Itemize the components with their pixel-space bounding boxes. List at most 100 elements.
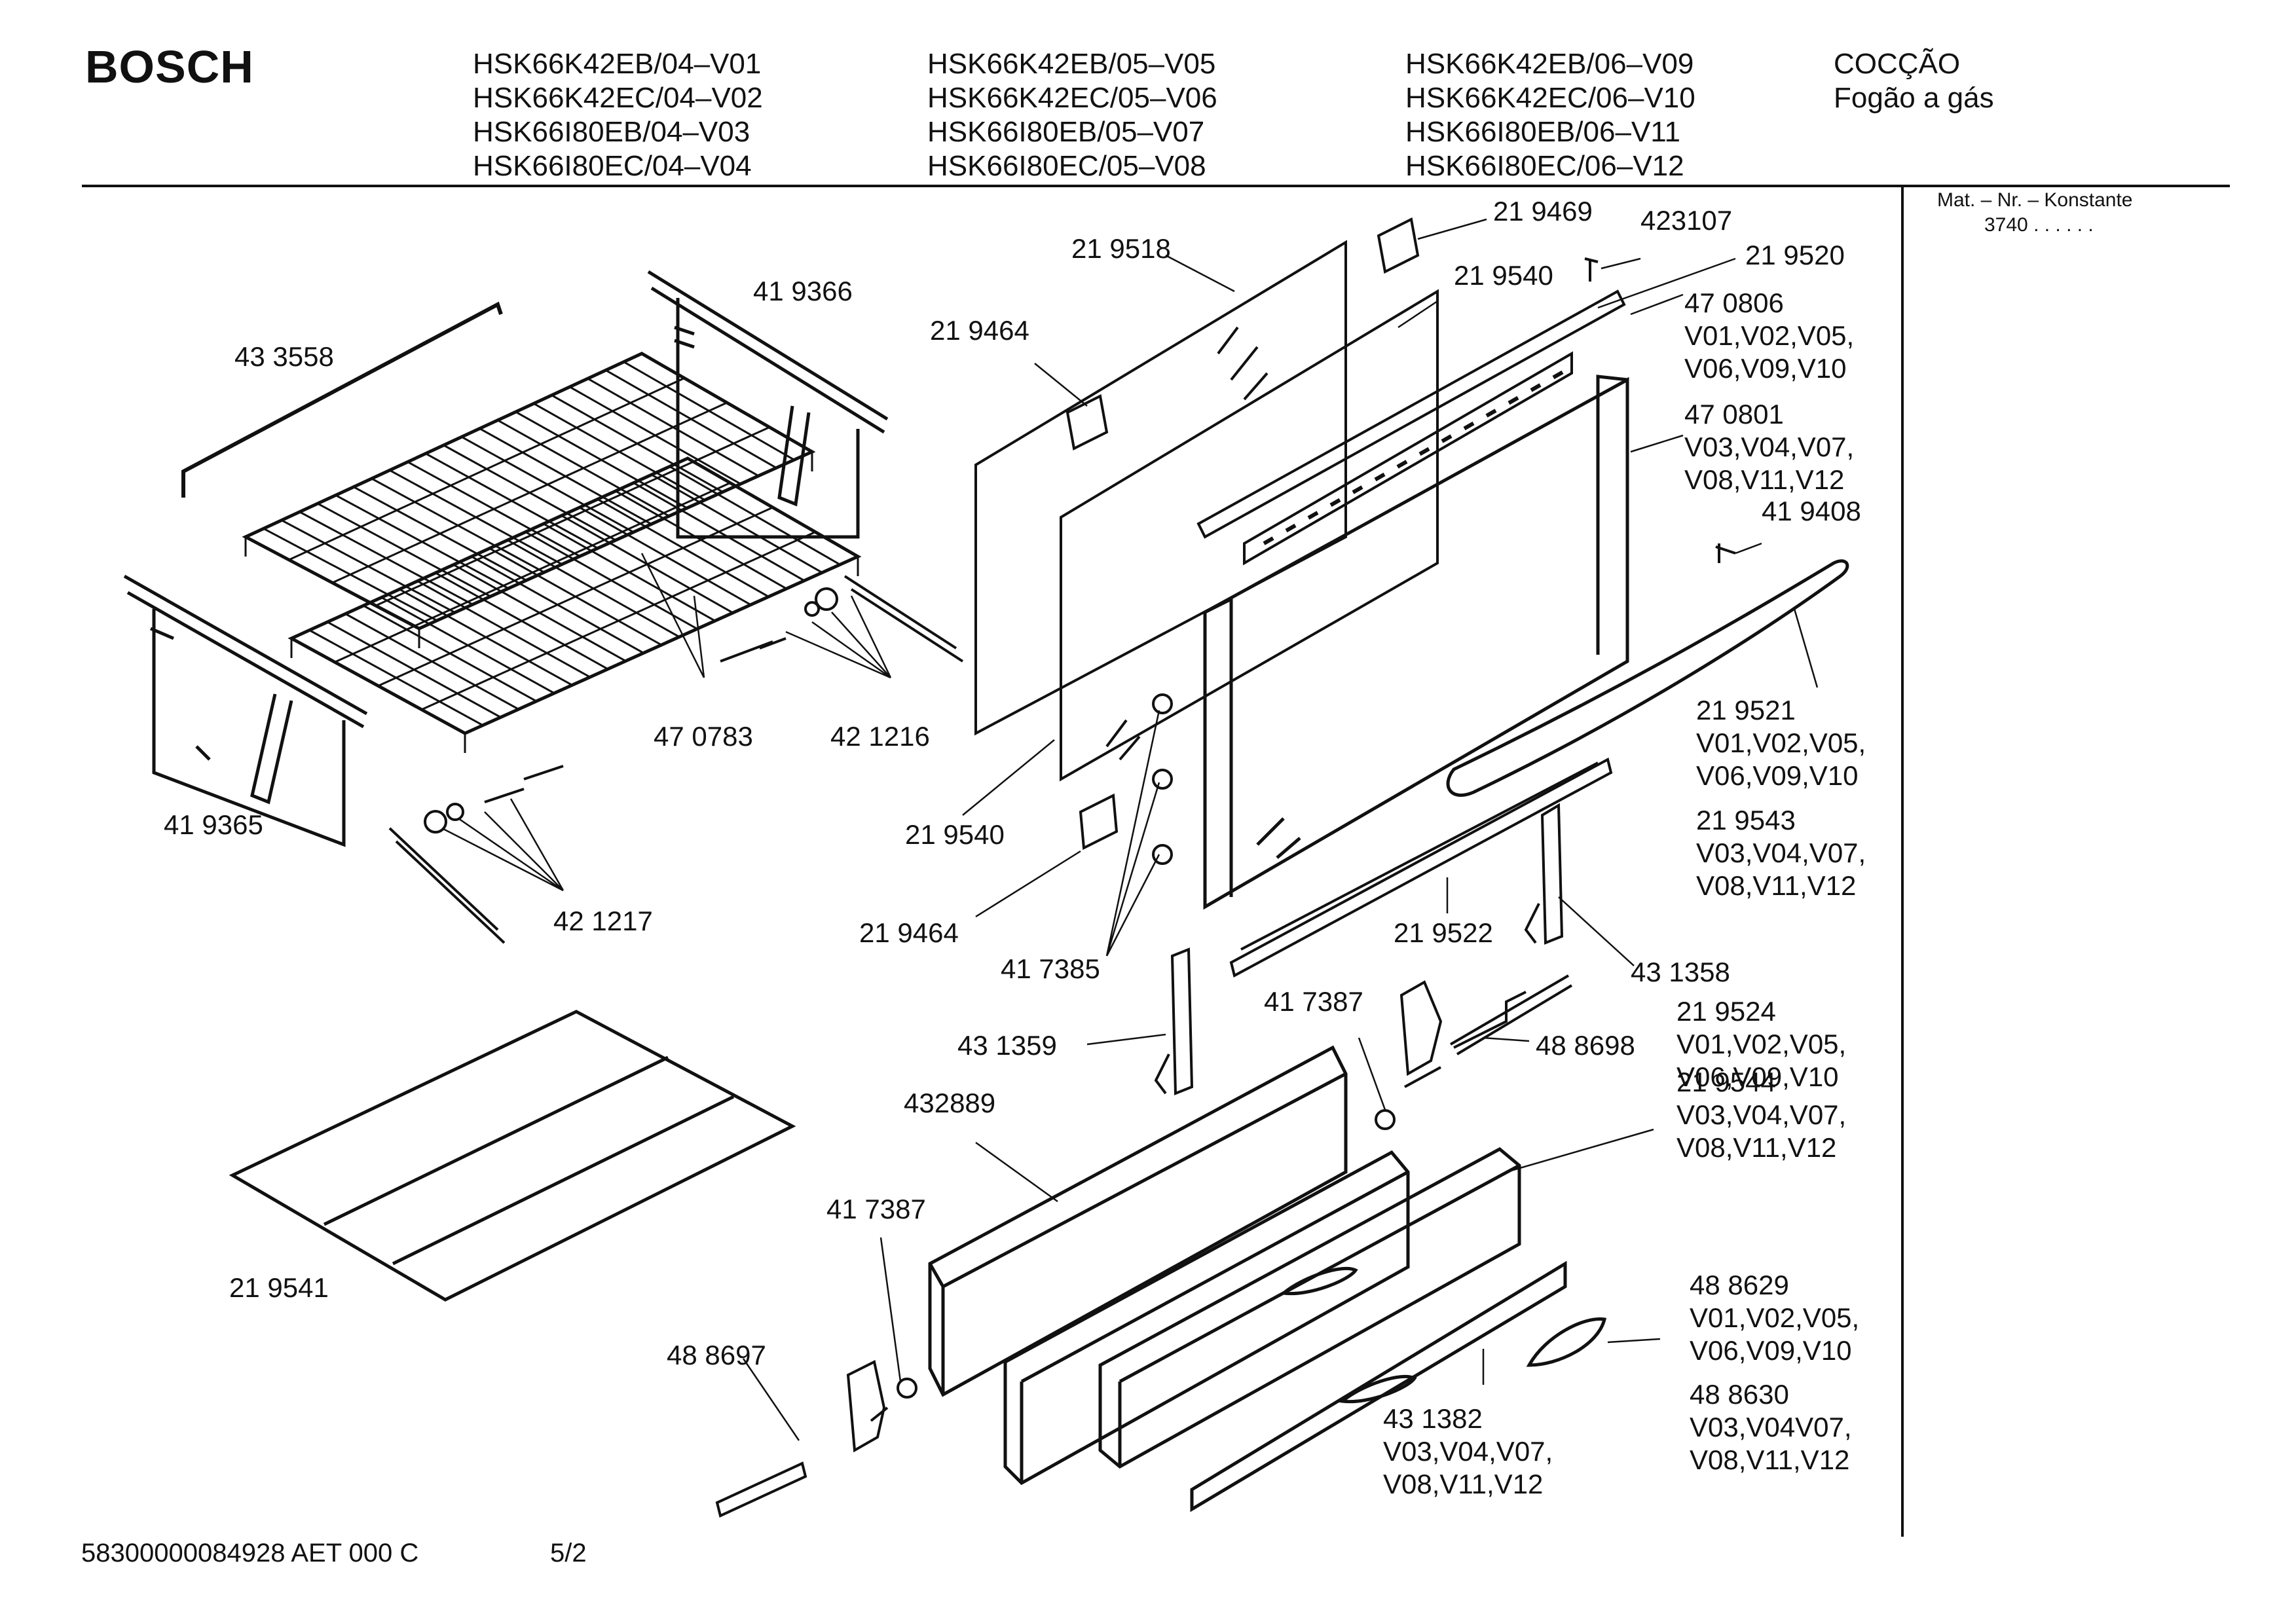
drawer-runner-left [717, 1362, 887, 1516]
glass-clip-lower [1081, 796, 1117, 848]
door-hinge-right [1526, 805, 1562, 943]
part-label-with-variants: 21 9544 V03,V04,V07, V08,V11,V12 [1676, 1066, 1846, 1164]
model-number: HSK66K42EB/05–V05 [927, 48, 1216, 80]
door-bottom-strip [1231, 760, 1611, 976]
rack-wire [335, 483, 730, 663]
variant-list: V08,V11,V12 [1696, 870, 1857, 901]
part-label: 21 9469 [1493, 196, 1593, 227]
door-top-channel [1198, 291, 1624, 563]
part-label-with-variants: 43 1382 V03,V04,V07, V08,V11,V12 [1383, 1402, 1553, 1501]
document-number: 58300000084928 AET 000 C [81, 1539, 419, 1567]
part-number: 21 9521 [1696, 695, 1796, 725]
model-list-column-1: HSK66K42EB/04–V01 HSK66K42EC/04–V02 HSK6… [473, 47, 763, 183]
bottom-rack-tray [232, 1012, 792, 1300]
part-label: 21 9540 [905, 819, 1005, 850]
variant-list: V01,V02,V05, [1684, 320, 1855, 351]
model-number: HSK66I80EB/04–V03 [473, 116, 750, 148]
variant-list: V08,V11,V12 [1690, 1444, 1850, 1475]
rack-wire [333, 403, 728, 583]
part-number: 48 8629 [1690, 1270, 1789, 1300]
model-number: HSK66I80EC/04–V04 [473, 150, 752, 182]
channel-slot [1375, 475, 1384, 480]
variant-list: V01,V02,V05, [1696, 727, 1866, 758]
channel-slot [1464, 424, 1473, 429]
variant-list: V03,V04,V07, [1684, 431, 1855, 462]
screw-423107 [1585, 259, 1598, 282]
model-number: HSK66K42EB/04–V01 [473, 48, 762, 80]
leader-lines [442, 219, 1817, 1440]
channel-slot [1442, 436, 1451, 441]
model-number: HSK66I80EB/06–V11 [1405, 116, 1680, 148]
variant-list: V01,V02,V05, [1676, 1029, 1847, 1059]
mat-nr-label: Mat. – Nr. – Konstante [1937, 189, 2133, 211]
part-number: 47 0806 [1684, 287, 1784, 318]
part-label: 41 9408 [1762, 496, 1861, 526]
part-label: 21 9522 [1394, 917, 1493, 948]
channel-slot [1531, 385, 1540, 390]
nut-set-417385 [1153, 695, 1172, 864]
part-label: 41 7385 [1001, 953, 1100, 984]
part-label: 21 9540 [1454, 260, 1553, 291]
variant-list: V03,V04,V07, [1383, 1436, 1553, 1467]
variant-list: V01,V02,V05, [1690, 1302, 1860, 1333]
header-divider [82, 185, 2230, 187]
model-list-column-3: HSK66K42EB/06–V09 HSK66K42EC/06–V10 HSK6… [1405, 47, 1695, 183]
rack-guide-rod [183, 304, 501, 498]
part-number: 21 9544 [1676, 1067, 1776, 1097]
drawer-handle [1529, 1319, 1604, 1365]
part-label-with-variants: 47 0801 V03,V04,V07, V08,V11,V12 [1684, 398, 1854, 496]
model-number: HSK66K42EC/05–V06 [927, 82, 1217, 114]
channel-slot [1553, 373, 1563, 378]
part-label-with-variants: 48 8630 V03,V04V07, V08,V11,V12 [1690, 1378, 1852, 1476]
part-label: 43 3558 [234, 341, 334, 372]
part-label: 47 0783 [654, 721, 753, 752]
drawer-front-inner [1005, 1152, 1408, 1483]
oven-rack-lower [291, 458, 858, 753]
part-label-with-variants: 47 0806 V01,V02,V05, V06,V09,V10 [1684, 287, 1854, 385]
screw-419408 [1716, 543, 1735, 563]
channel-slot [1308, 513, 1318, 518]
channel-slot [1264, 538, 1273, 543]
glass-clip-upper [1067, 396, 1107, 449]
model-number: HSK66K42EB/06–V09 [1405, 48, 1694, 80]
pin-488698 [1451, 976, 1572, 1054]
part-label-with-variants: 21 9521 V01,V02,V05, V06,V09,V10 [1696, 694, 1866, 792]
variant-list: V03,V04V07, [1690, 1412, 1852, 1442]
part-label: 21 9464 [930, 315, 1029, 346]
door-spring-set-right [720, 576, 963, 661]
category-title: COCÇÃO [1834, 48, 1961, 80]
part-label: 423107 [1640, 205, 1733, 236]
variant-list: V08,V11,V12 [1676, 1132, 1837, 1163]
part-label: 21 9518 [1071, 233, 1171, 264]
part-label: 41 7387 [1264, 986, 1363, 1017]
part-label-with-variants: 21 9524 V01,V02,V05, V06,V09,V10 [1676, 995, 1846, 1093]
variant-list: V08,V11,V12 [1684, 464, 1845, 495]
door-handle [1448, 561, 1847, 796]
part-label: 41 7387 [826, 1194, 926, 1224]
page-number: 5/2 [550, 1539, 587, 1567]
drawer-runner-right [1401, 982, 1526, 1087]
part-label: 42 1217 [553, 906, 653, 936]
brand-logo: BOSCH [85, 41, 254, 92]
part-number: 43 1382 [1383, 1403, 1483, 1434]
top-clip [1379, 219, 1418, 272]
channel-slot [1398, 462, 1407, 467]
glass-pane-outer [976, 242, 1346, 733]
channel-slot [1353, 487, 1362, 492]
door-spring-set-left [390, 766, 563, 943]
washer-417387-lower [898, 1379, 916, 1397]
part-label-with-variants: 21 9543 V03,V04,V07, V08,V11,V12 [1696, 804, 1866, 902]
rack-wire [289, 378, 684, 560]
part-label: 21 9464 [859, 917, 959, 948]
drawer-inner-panel [930, 1048, 1346, 1395]
oven-rack-upper [246, 354, 812, 648]
part-label-with-variants: 48 8629 V01,V02,V05, V06,V09,V10 [1690, 1269, 1859, 1367]
mat-nr-value: 3740 . . . . . . [1984, 214, 2094, 236]
channel-slot [1331, 500, 1340, 505]
drawer-trim-strip [1192, 1264, 1565, 1509]
model-list-column-2: HSK66K42EB/05–V05 HSK66K42EC/05–V06 HSK6… [927, 47, 1217, 183]
part-label: 41 9365 [164, 809, 263, 840]
part-label: 432889 [904, 1088, 996, 1118]
part-label: 21 9541 [229, 1272, 329, 1303]
